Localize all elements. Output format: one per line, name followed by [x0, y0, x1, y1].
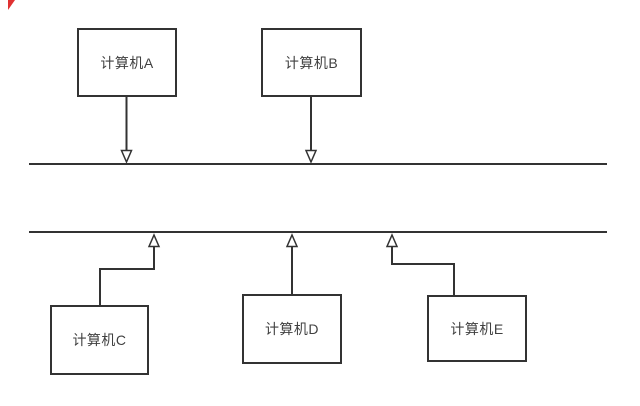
edge-e-to-bus: [391, 246, 455, 295]
node-computer-e: 计算机E: [427, 295, 527, 362]
red-corner-mark-icon: [8, 0, 15, 10]
node-computer-c: 计算机C: [50, 305, 149, 375]
arrowhead-up-e-icon: [385, 233, 399, 248]
node-computer-d-label: 计算机D: [264, 321, 320, 337]
node-computer-a: 计算机A: [77, 28, 177, 97]
node-computer-d: 计算机D: [242, 294, 342, 364]
node-computer-b-label: 计算机B: [284, 54, 339, 71]
edge-c-to-bus: [99, 246, 155, 305]
node-computer-b: 计算机B: [261, 28, 362, 97]
node-computer-a-label: 计算机A: [100, 54, 154, 71]
arrowhead-up-d-icon: [285, 233, 299, 248]
node-computer-e-label: 计算机E: [450, 320, 504, 337]
arrowhead-down-a-icon: [120, 149, 133, 164]
node-computer-c-label: 计算机C: [72, 332, 127, 348]
arrowhead-up-c-icon: [147, 233, 161, 248]
arrowhead-down-b-icon: [304, 149, 318, 164]
